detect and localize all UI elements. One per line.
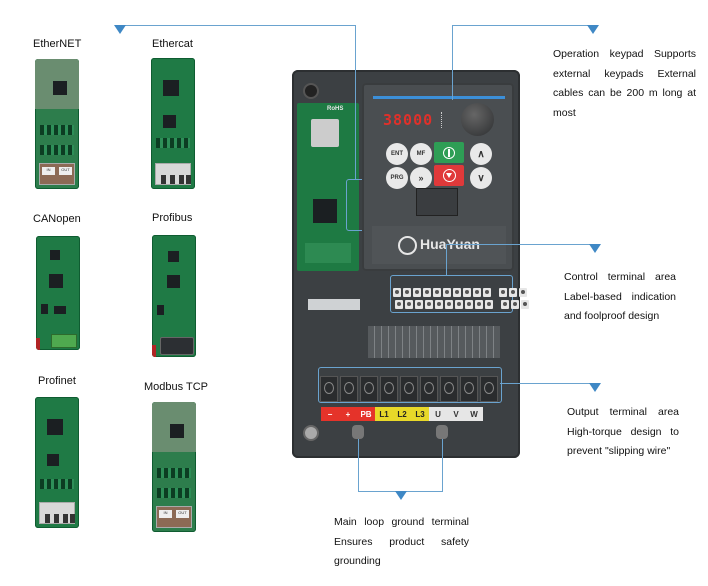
- ground-screw-right: [436, 425, 448, 439]
- brand-logo-icon: [398, 236, 417, 255]
- callout-output-terminal: Output terminal area High-torque design …: [567, 406, 679, 457]
- module-label-modbus-tcp: Modbus TCP: [144, 381, 208, 393]
- control-terminal-row-bottom: [395, 300, 529, 309]
- module-label-canopen: CANopen: [33, 213, 81, 225]
- leader-line-control: [446, 244, 596, 245]
- output-terminal-area: [318, 367, 502, 403]
- arrow-down-icon: [114, 25, 126, 34]
- terminal-l2: L2: [393, 407, 411, 421]
- terminal-l3: L3: [411, 407, 429, 421]
- stop-icon: [442, 169, 456, 182]
- rj45-dual-port: IN OUT: [156, 506, 192, 528]
- module-card-canopen: [36, 236, 80, 350]
- led-display: 38000: [383, 111, 434, 129]
- leader-line-keypad-vertical: [452, 25, 453, 100]
- shift-button[interactable]: »: [410, 167, 432, 189]
- leader-line-ground-left: [358, 439, 359, 491]
- rj45-dual-port: IN OUT: [39, 163, 75, 185]
- run-icon: [443, 146, 455, 159]
- mf-button[interactable]: MF: [410, 143, 432, 165]
- down-button[interactable]: ∨: [470, 167, 492, 189]
- terminal-u: U: [429, 407, 447, 421]
- leader-line-ground-right: [442, 439, 443, 491]
- keypad-accent-bar: [373, 96, 505, 99]
- terminal-v: V: [447, 407, 465, 421]
- external-keypad-port: [416, 188, 458, 216]
- ground-screw-left: [352, 425, 364, 439]
- prg-button[interactable]: PRG: [386, 167, 408, 189]
- leader-line-keypad: [452, 25, 594, 26]
- module-card-ethercat: [151, 58, 195, 189]
- power-terminal-row: [320, 376, 498, 402]
- rohs-mark: RoHS: [327, 106, 344, 112]
- module-card-modbus-tcp: IN OUT: [152, 402, 196, 532]
- leader-line-modules-vertical: [355, 25, 356, 179]
- ent-button[interactable]: ENT: [386, 143, 408, 165]
- arrow-down-icon: [589, 244, 601, 253]
- db9-connector: [160, 337, 194, 355]
- terminal-dc-minus: −: [321, 407, 339, 421]
- callout-ground-terminal: Main loop ground terminal Ensures produc…: [334, 516, 469, 567]
- arrow-down-icon: [587, 25, 599, 34]
- leader-line-modules: [118, 25, 356, 26]
- arrow-down-icon: [589, 383, 601, 392]
- leader-line-control-vertical: [446, 244, 447, 275]
- terminal-block-connector: [51, 334, 77, 348]
- module-card-profinet: [35, 397, 79, 528]
- stop-button[interactable]: [434, 165, 464, 186]
- module-label-ethercat: Ethercat: [152, 38, 193, 50]
- rj45-quad-port: [39, 502, 75, 524]
- terminal-dc-plus: +: [339, 407, 357, 421]
- mount-hole-bottom-left: [303, 425, 319, 441]
- module-label-profinet: Profinet: [38, 375, 76, 387]
- arrow-down-icon: [395, 491, 407, 500]
- terminal-w: W: [465, 407, 483, 421]
- terminal-l1: L1: [375, 407, 393, 421]
- callout-keypad: Operation keypad Supports external keypa…: [553, 48, 696, 119]
- mount-hole: [303, 83, 319, 99]
- run-button[interactable]: [434, 142, 464, 163]
- module-label-profibus: Profibus: [152, 212, 193, 224]
- terminal-label-plate: [368, 326, 500, 358]
- brand-panel: [372, 226, 506, 264]
- ground-bar: [308, 299, 360, 310]
- module-label-ethernet: EtherNET: [33, 38, 82, 50]
- status-leds: [441, 112, 448, 128]
- callout-control-terminal: Control terminal area Label-based indica…: [564, 271, 676, 322]
- control-terminal-row-top: [393, 288, 527, 297]
- module-card-ethernet: IN OUT: [35, 59, 79, 189]
- leader-line-output: [500, 383, 596, 384]
- potentiometer-knob[interactable]: [461, 103, 494, 136]
- rj45-quad-port: [155, 163, 191, 185]
- up-button[interactable]: ∧: [470, 143, 492, 165]
- terminal-pb: PB: [357, 407, 375, 421]
- module-card-profibus: [152, 235, 196, 357]
- comm-board: RoHS: [297, 103, 359, 271]
